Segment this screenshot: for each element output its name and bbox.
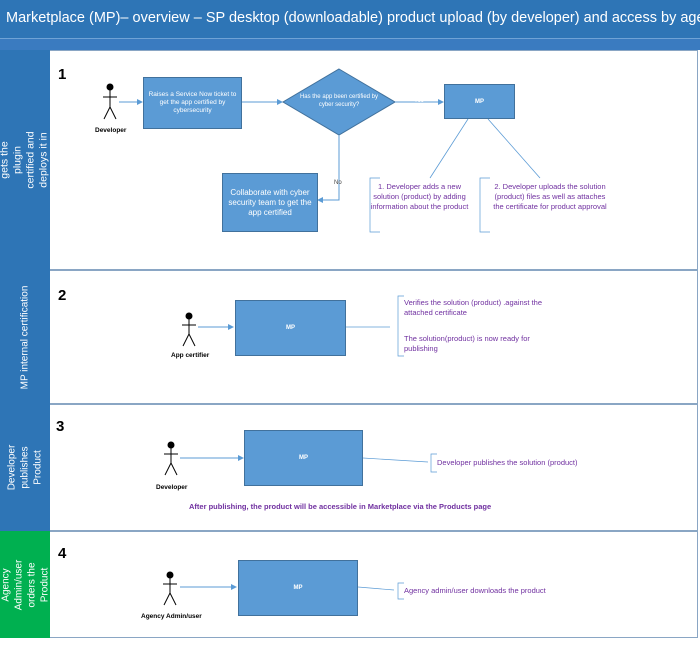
collaborate-box: Collaborate with cyber security team to …: [222, 173, 318, 232]
actor-label-developer-3: Developer: [156, 484, 188, 491]
lane-3: [0, 404, 698, 531]
lane-4: [0, 531, 698, 638]
actor-label-agency-admin: Agency Admin/user: [141, 613, 202, 620]
note-publish-solution: Developer publishes the solution (produc…: [437, 458, 578, 467]
after-publishing-note: After publishing, the product will be ac…: [189, 502, 492, 511]
lane-4-label-panel: Agency Admin/user orders the Product: [0, 531, 50, 638]
mp-box-4: MP: [238, 560, 358, 616]
developer-actor-icon-3: [164, 441, 178, 476]
page-title: Marketplace (MP)– overview – SP desktop …: [0, 0, 700, 38]
lane-1: [0, 50, 698, 270]
service-now-ticket-box: Raises a Service Now ticket to get the a…: [143, 77, 242, 129]
agency-admin-actor-icon: [163, 571, 177, 606]
step-number-1: 1: [58, 66, 67, 83]
actor-label-developer-1: Developer: [95, 127, 127, 134]
mp-box-3: MP: [244, 430, 363, 486]
mp-box-1: MP: [444, 84, 515, 119]
lane-2-label-panel: MP internal certification: [0, 270, 50, 404]
step-number-2: 2: [58, 287, 67, 304]
mp-box-2: MP: [235, 300, 346, 356]
step-number-3: 3: [56, 418, 65, 435]
note-download-product: Agency admin/user downloads the product: [404, 586, 546, 595]
header-divider: [0, 38, 700, 50]
no-label: No: [334, 180, 342, 186]
note-add-solution: 1. Developer adds a new solution (produc…: [370, 182, 469, 211]
yes-label: Yes: [414, 98, 424, 104]
developer-actor-icon-1: [103, 83, 117, 120]
note-upload-files: 2. Developer uploads the solution (produ…: [493, 182, 607, 211]
app-certifier-actor-icon: [182, 312, 196, 347]
step-number-4: 4: [58, 545, 67, 562]
lane-3-label-panel: Developer publishes Product: [0, 404, 50, 531]
actor-label-app-certifier: App certifier: [171, 352, 210, 359]
note-verify-solution: Verifies the solution (product) .against…: [404, 298, 542, 317]
note-ready-for-publishing: The solution(product) is now ready for p…: [404, 334, 530, 353]
decision-text: Has the app been certified by cyber secu…: [299, 94, 379, 108]
lane-2: [0, 270, 698, 404]
lane-1-label-panel: Developer – gets the plugin certified an…: [0, 50, 63, 270]
